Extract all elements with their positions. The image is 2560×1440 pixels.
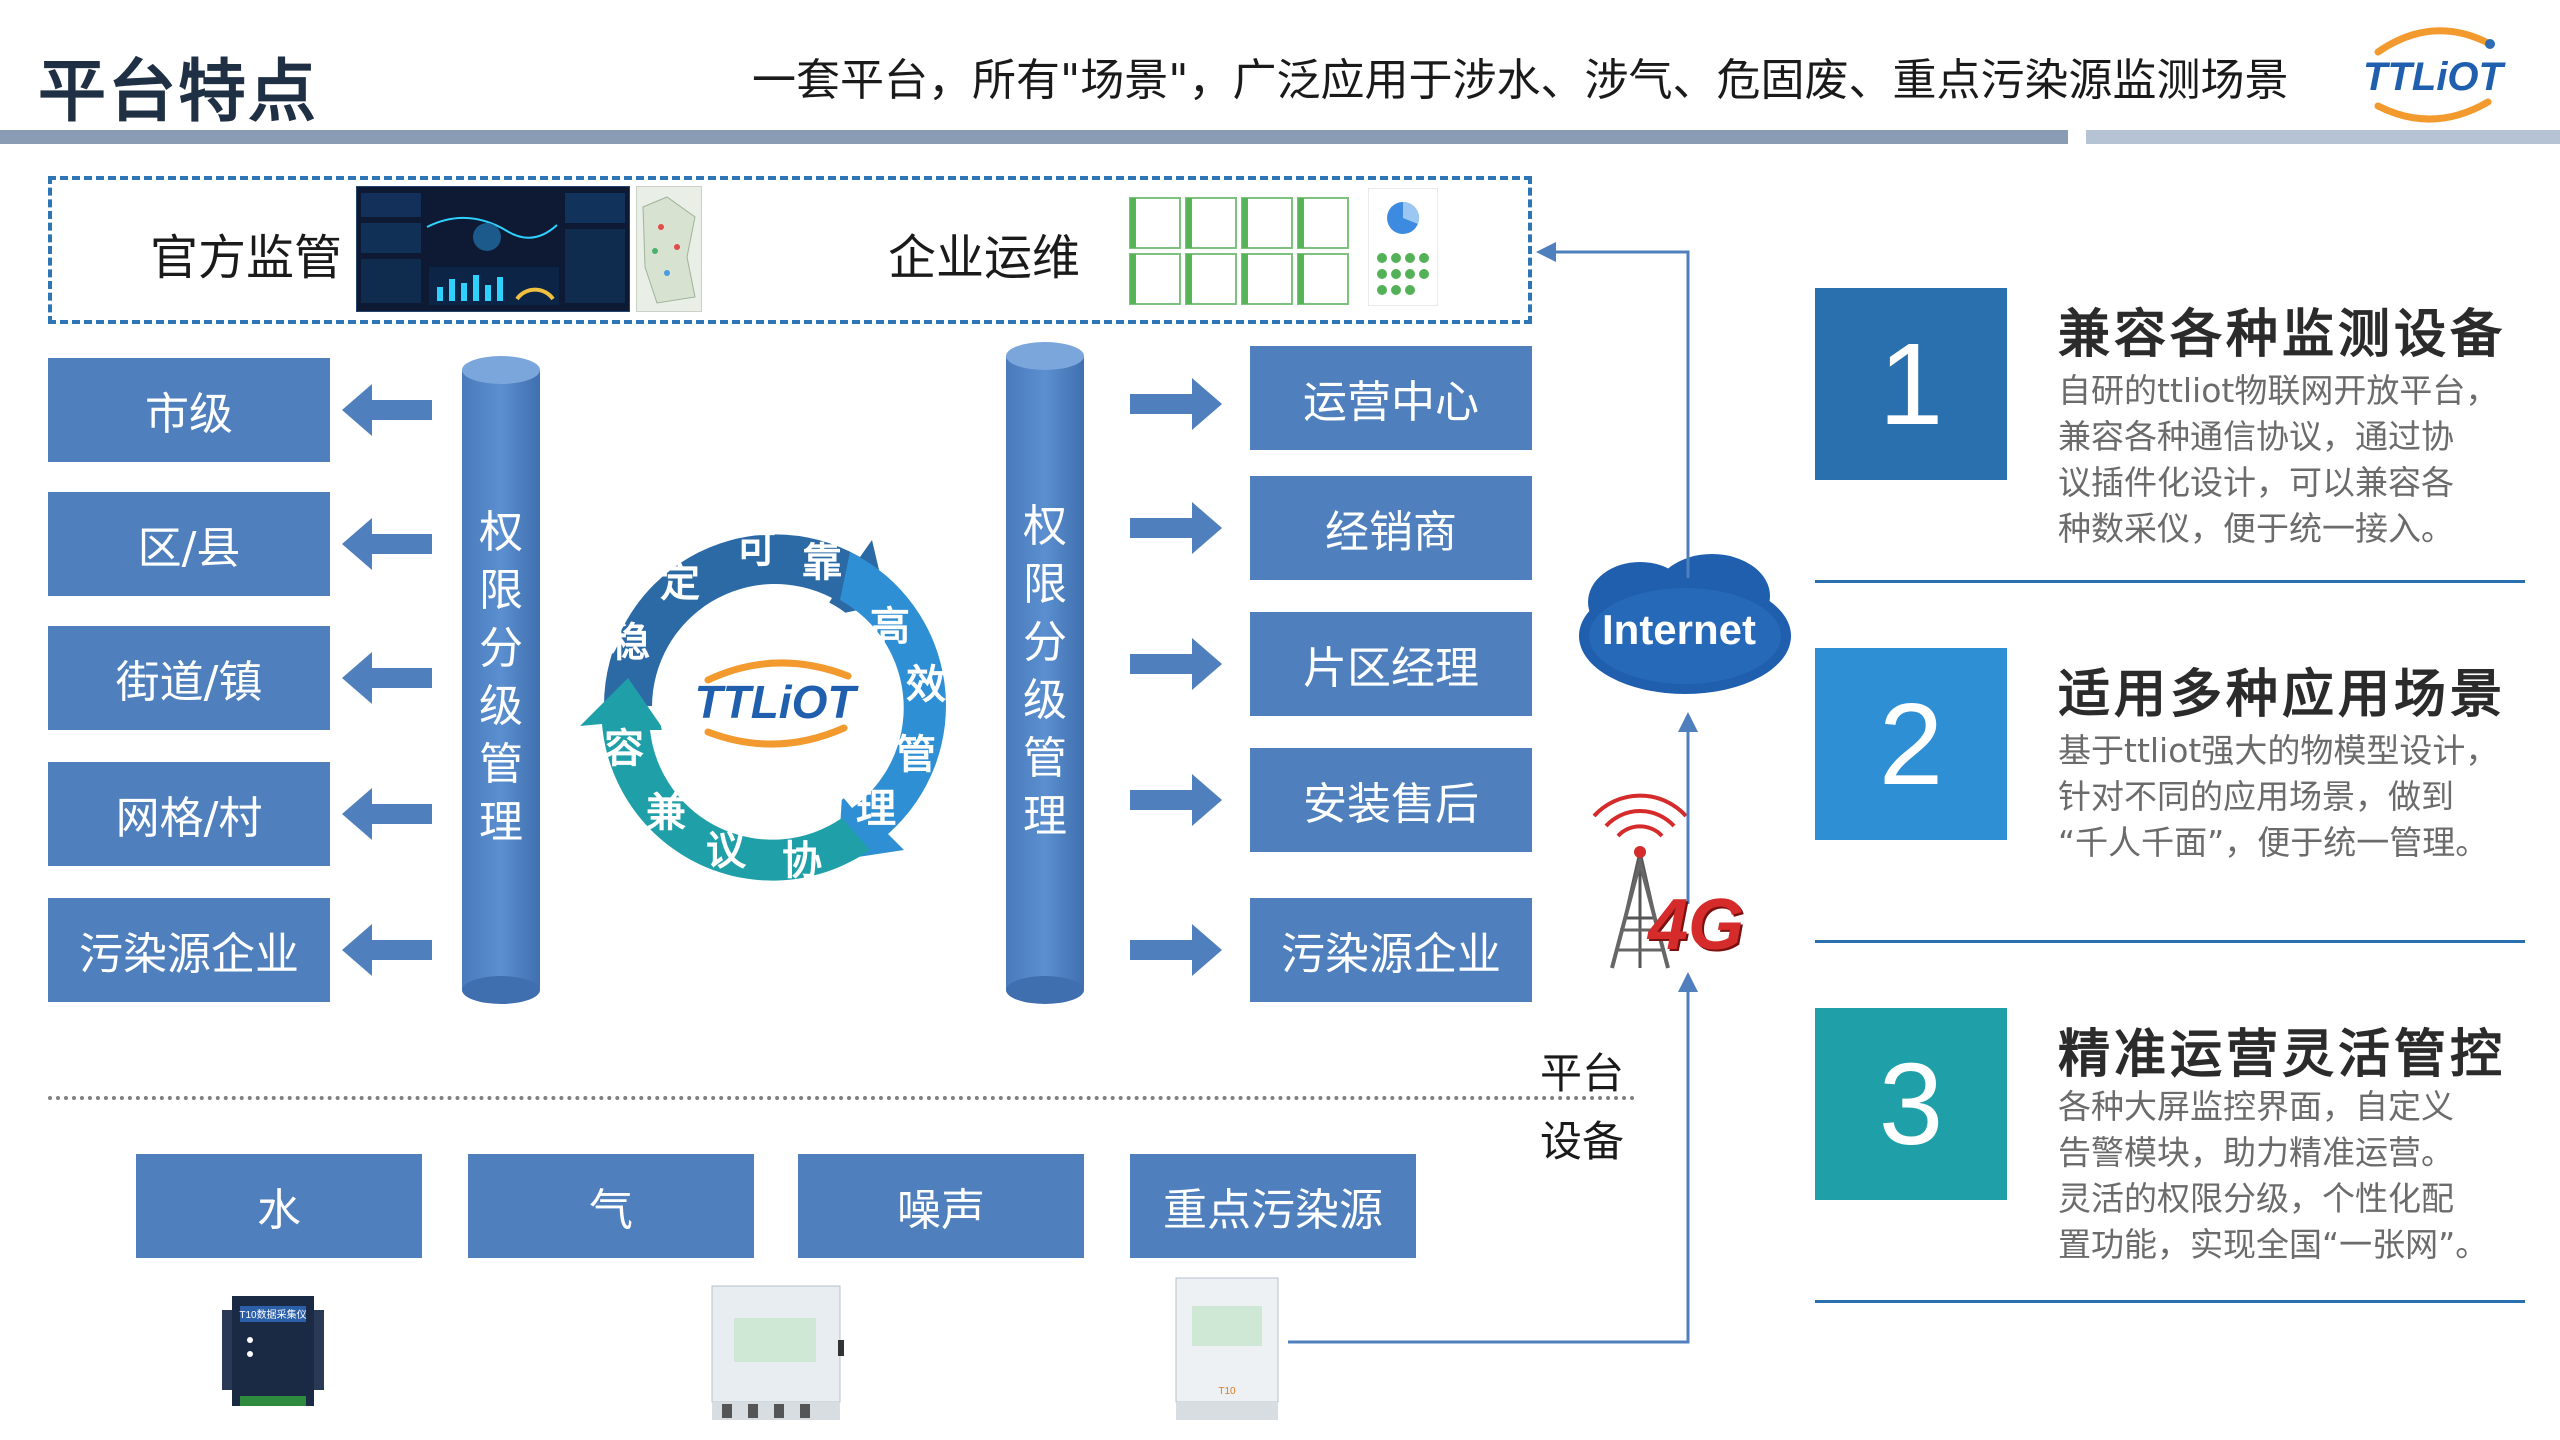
feature-2-title: 适用多种应用场景	[2058, 665, 2507, 725]
header-bar-right	[2086, 130, 2560, 144]
cycle-segment-reliable	[603, 534, 887, 706]
header-bar	[0, 130, 2068, 144]
feature-divider-3	[1815, 1300, 2525, 1303]
level-district: 区/县	[48, 492, 330, 596]
arrow-left-1	[342, 384, 432, 436]
level-city: 市级	[48, 358, 330, 462]
svg-text:T10数据采集仪: T10数据采集仪	[239, 1308, 306, 1321]
role-ops-center: 运营中心	[1250, 346, 1532, 450]
svg-text:T10: T10	[1218, 1386, 1236, 1397]
ttliot-logo: TTLiOT	[2348, 22, 2518, 130]
device-key-pollution: 重点污染源	[1130, 1154, 1416, 1258]
network-lines	[1288, 250, 1690, 1344]
feature-1-number: 1	[1815, 288, 2007, 480]
4g-tower-icon	[1592, 793, 1688, 969]
device-water: 水	[136, 1154, 422, 1258]
application-panel	[48, 176, 1532, 324]
arrow-left-3	[342, 652, 432, 704]
device-layer-label: 设备	[1540, 1117, 1625, 1166]
internet-label: Internet	[1602, 606, 1757, 653]
platform-layer-label: 平台	[1540, 1049, 1625, 1098]
device-air-analyzer-image	[711, 1285, 844, 1420]
level-street: 街道/镇	[48, 626, 330, 730]
arrow-left-5	[342, 924, 432, 976]
role-enterprise: 污染源企业	[1250, 898, 1532, 1002]
level-enterprise: 污染源企业	[48, 898, 330, 1002]
arrow-left-2	[342, 518, 432, 570]
left-pillar-label: 权限分 级管理	[479, 507, 523, 848]
feature-1-desc: 自研的ttliot物联网开放平台，兼容各种通信协议，通过协 议插件化设计，可以兼…	[2058, 371, 2499, 548]
internet-cloud	[1579, 554, 1791, 694]
feature-3-title: 精准运营灵活管控	[2058, 1025, 2507, 1085]
arrow-left-4	[342, 788, 432, 840]
feature-2-desc: 基于ttliot强大的物模型设计，针对不同的应用场景，做到 “千人千面”，便于统…	[2058, 731, 2499, 862]
cycle-diagram	[580, 534, 946, 881]
4g-label: 4G	[1648, 885, 1745, 965]
level-grid: 网格/村	[48, 762, 330, 866]
right-permission-pillar	[1006, 342, 1084, 1004]
feature-3-desc: 各种大屏监控界面，自定义告警模块，助力精准运营。 灵活的权限分级，个性化配置功能…	[2058, 1087, 2489, 1264]
arrow-right-2	[1130, 502, 1222, 554]
device-rtu-image: T10	[1175, 1277, 1279, 1420]
device-collector-image: T10数据采集仪	[222, 1296, 324, 1406]
arrow-right-3	[1130, 638, 1222, 690]
role-distributor: 经销商	[1250, 476, 1532, 580]
feature-divider-2	[1815, 940, 2525, 943]
right-pillar-label: 权限分 级管理	[1023, 501, 1067, 842]
feature-1-title: 兼容各种监测设备	[2058, 305, 2507, 365]
cycle-center-logo: TTLiOT	[672, 650, 878, 760]
device-noise: 噪声	[798, 1154, 1084, 1258]
arrow-right-4	[1130, 774, 1222, 826]
chart-screenshot	[1367, 187, 1439, 307]
left-permission-pillar	[462, 356, 540, 1004]
arrow-right-5	[1130, 924, 1222, 976]
official-supervision-label: 官方监管	[150, 230, 343, 286]
enterprise-ops-label: 企业运维	[888, 230, 1081, 286]
svg-text:TTLiOT: TTLiOT	[695, 676, 860, 728]
feature-2-number: 2	[1815, 648, 2007, 840]
feature-3-number: 3	[1815, 1008, 2007, 1200]
map-screenshot	[636, 186, 702, 312]
page-title: 平台特点	[38, 53, 319, 132]
cycle-segment-efficient	[838, 552, 946, 860]
arrow-right-1	[1130, 378, 1222, 430]
platform-device-divider	[48, 1096, 1636, 1100]
dashboard-screenshot	[356, 186, 630, 312]
device-gas: 气	[468, 1154, 754, 1258]
cycle-segment-protocol	[580, 678, 870, 881]
role-installation: 安装售后	[1250, 748, 1532, 852]
feature-divider-1	[1815, 580, 2525, 583]
logo-text: TTLiOT	[2363, 55, 2507, 99]
page-subtitle: 一套平台，所有"场景"，广泛应用于涉水、涉气、危固废、重点污染源监测场景	[752, 55, 2289, 106]
mobile-app-screenshots	[1128, 196, 1440, 306]
role-area-manager: 片区经理	[1250, 612, 1532, 716]
